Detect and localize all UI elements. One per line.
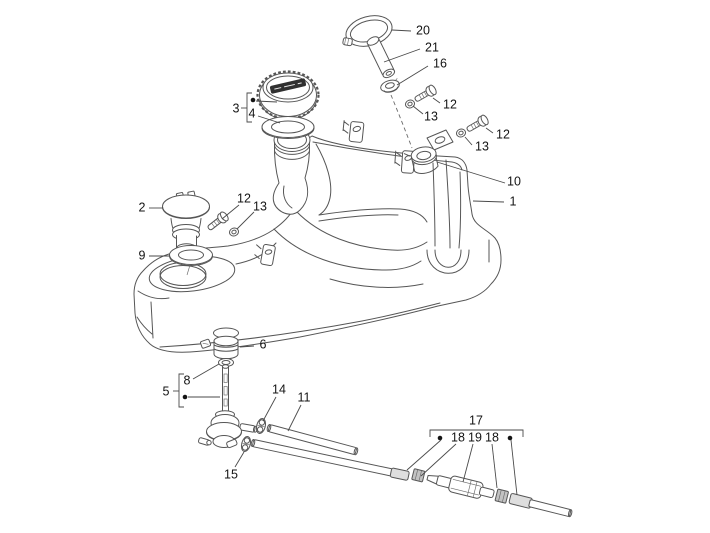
leader-line-8-16	[192, 363, 220, 380]
callout-10-13: 10	[507, 174, 521, 188]
part-washer-13-b	[454, 127, 468, 139]
part-fuel-hose-lower	[250, 438, 410, 481]
callout-19-23: 19	[468, 430, 482, 444]
leader-line-15-20	[234, 451, 245, 468]
callout-18-22: 18	[451, 430, 465, 444]
part-washer-13-a	[403, 98, 417, 110]
part-hose-end-tube	[528, 499, 572, 517]
callout-15-20: 15	[224, 467, 238, 481]
part-fuel-level-sender	[162, 190, 210, 258]
callout-6-15: 6	[260, 337, 267, 351]
assembly-bullet-0	[250, 97, 256, 103]
leader-line-19-23	[462, 443, 474, 483]
part-clamp-18-left	[411, 468, 426, 483]
part-clamp-18-right	[494, 488, 509, 504]
callout-1-14: 1	[510, 194, 517, 208]
leader-line-12-5	[485, 127, 494, 134]
leader-line-1-14	[472, 200, 505, 203]
part-sender-gasket	[169, 245, 213, 276]
assembly-bullet-leader-2	[406, 439, 442, 471]
assembly-bullet-3	[507, 435, 513, 441]
bracket-5	[178, 373, 184, 408]
callout-21-1: 21	[425, 40, 439, 54]
callout-18-24: 18	[485, 430, 499, 444]
leader-line-12-10	[221, 204, 240, 220]
callout-13-11: 13	[253, 199, 267, 213]
part-fuel-tap	[198, 364, 258, 449]
assembly-bullet-1	[182, 394, 188, 400]
leader-line-14-18	[262, 396, 277, 422]
leader-line-12-3	[432, 97, 441, 104]
part-hose-clip-14	[254, 417, 268, 435]
leader-line-11-19	[287, 404, 302, 432]
leader-line-18-22	[420, 443, 457, 477]
leader-line-6-15	[239, 345, 255, 348]
callout-3-7: 3	[233, 101, 240, 115]
leader-line-20-0	[391, 29, 412, 32]
part-fuel-cap	[256, 70, 320, 120]
callout-20-0: 20	[416, 23, 430, 37]
fuel-filter-assembly	[411, 468, 573, 518]
leader-line-13-4	[412, 105, 424, 115]
callout-4-8: 4	[249, 106, 256, 120]
bracket-3	[246, 92, 252, 123]
callout-5-17: 5	[163, 384, 170, 398]
part-outlet-clamp	[200, 335, 239, 360]
part-breather-valve	[403, 146, 439, 174]
leader-line-16-2	[396, 65, 429, 86]
part-hose-clip-15	[239, 435, 253, 453]
leader-line-4-8	[257, 115, 281, 124]
assembly-bullet-leader-3	[510, 439, 518, 496]
leader-line-21-1	[383, 48, 421, 63]
callout-12-3: 12	[443, 97, 457, 111]
leader-line-18-24	[491, 443, 498, 489]
filler-neck	[272, 128, 311, 215]
callout-12-5: 12	[496, 127, 510, 141]
callout-16-2: 16	[433, 56, 447, 70]
callout-8-16: 8	[184, 373, 191, 387]
callout-9-12: 9	[139, 248, 146, 262]
part-screw-12-a	[412, 83, 439, 105]
callout-13-6: 13	[475, 139, 489, 153]
leader-line-13-11	[236, 211, 255, 230]
part-vent-tube	[366, 36, 396, 79]
part-fuel-hose-upper	[266, 423, 359, 456]
alignment-dash-line	[390, 94, 413, 149]
callout-14-18: 14	[272, 382, 286, 396]
leader-line-13-6	[464, 136, 473, 146]
leader-line-10-13	[436, 161, 506, 184]
callout-13-4: 13	[424, 109, 438, 123]
assembly-bullet-2	[437, 435, 443, 441]
callout-12-10: 12	[237, 191, 251, 205]
part-fuel-filter-19	[448, 475, 484, 499]
part-retaining-ring	[342, 15, 393, 47]
callout-17-21: 17	[469, 413, 483, 427]
part-grommet	[380, 78, 400, 93]
bracket-17	[429, 429, 524, 437]
part-screw-12-c	[205, 210, 231, 234]
part-screw-12-b	[464, 113, 491, 135]
assembly-bullet-leader-0	[255, 100, 278, 103]
callout-2-9: 2	[139, 200, 146, 214]
callout-11-19: 11	[298, 390, 311, 404]
